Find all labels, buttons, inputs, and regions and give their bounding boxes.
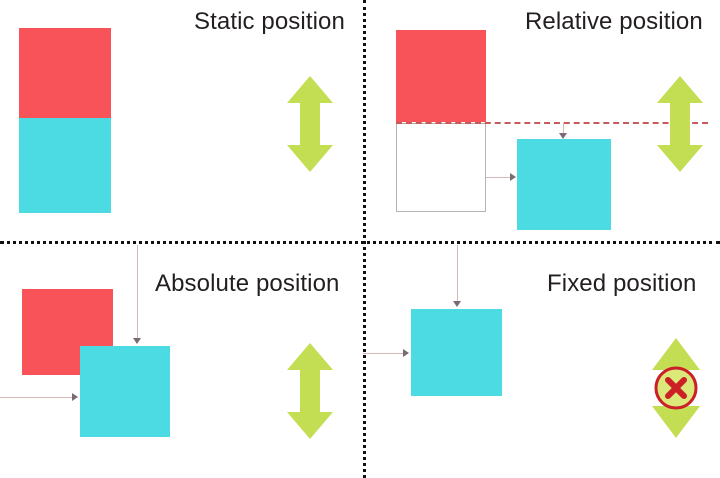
absolute-left-arrowhead-icon [72, 393, 78, 401]
fixed-top-arrowhead-icon [453, 301, 461, 307]
fixed-left-offset-line [363, 353, 404, 354]
relative-vertical-arrowhead-icon [559, 133, 567, 139]
divider-horizontal [0, 241, 720, 244]
absolute-left-offset-line [0, 397, 73, 398]
relative-cyan-block [517, 139, 611, 230]
divider-vertical [363, 0, 366, 478]
absolute-top-arrowhead-icon [133, 338, 141, 344]
relative-red-block [396, 30, 486, 122]
fixed-left-arrowhead-icon [403, 349, 409, 357]
title-absolute-position: Absolute position [155, 270, 340, 297]
relative-origin-dash-guide [396, 122, 708, 124]
absolute-cyan-block [80, 346, 170, 437]
blocked-double-arrow-icon [650, 338, 702, 438]
fixed-cyan-block [411, 309, 502, 396]
absolute-top-offset-line [137, 245, 138, 339]
double-arrow-vertical-icon [286, 76, 334, 172]
double-arrow-vertical-icon-relative [656, 76, 704, 172]
title-fixed-position: Fixed position [547, 270, 697, 297]
relative-horizontal-arrowhead-icon [510, 173, 516, 181]
relative-vertical-offset-line [563, 123, 564, 134]
fixed-top-offset-line [457, 245, 458, 302]
static-cyan-block [19, 118, 111, 213]
static-red-block [19, 28, 111, 118]
double-arrow-vertical-icon-absolute [286, 343, 334, 439]
title-static-position: Static position [194, 8, 345, 35]
title-relative-position: Relative position [525, 8, 703, 35]
relative-ghost-origin-block [396, 123, 486, 212]
relative-horizontal-offset-line [486, 177, 511, 178]
